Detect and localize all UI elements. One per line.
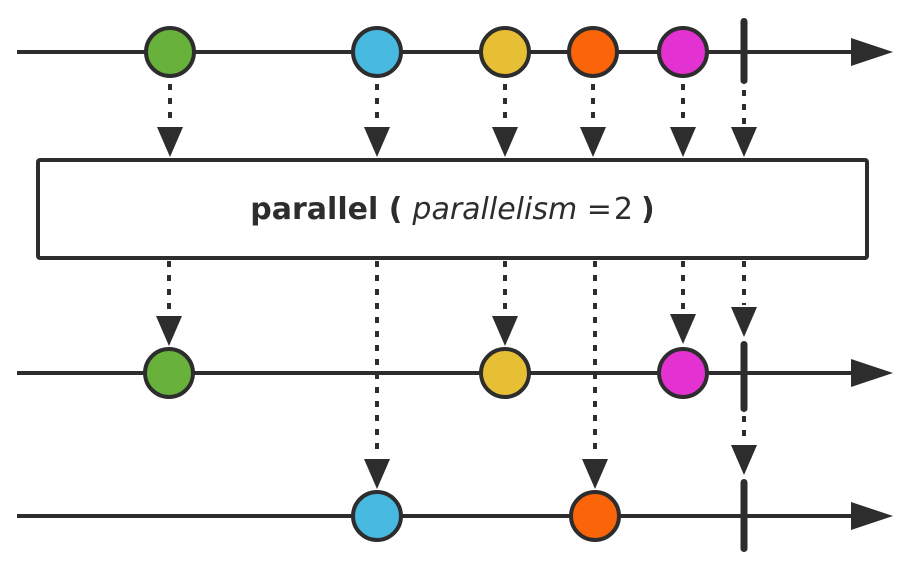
dashed-arrowhead-operator-to-yellow-1 [492,316,518,346]
complete-bar-output-parallel-2 [740,479,748,552]
dashed-arrowhead-magenta-to-operator [670,127,696,157]
dashed-arrowhead-orange-to-operator [580,127,606,157]
dashed-arrowhead-operator-to-green-1 [156,316,182,346]
dashed-arrowhead-operator-to-orange-2 [582,459,608,489]
complete-bar-output-parallel-1 [740,341,748,412]
marble-green-source [144,26,196,78]
marble-blue-source [351,26,403,78]
dashed-arrowhead-operator-to-blue-2 [364,459,390,489]
marble-orange-output-parallel-2 [569,490,621,542]
operator-box [36,158,869,260]
marble-orange-source [567,26,619,78]
timeline-arrowhead-source [851,38,893,66]
marble-blue-output-parallel-2 [351,490,403,542]
dashed-arrowhead-green-to-operator [157,127,183,157]
dashed-arrowhead-operator-to-complete-1 [731,307,757,337]
marble-yellow-source [479,26,531,78]
marble-yellow-output-parallel-1 [479,347,531,399]
marble-magenta-output-parallel-1 [657,347,709,399]
dashed-arrowhead-blue-to-operator [364,127,390,157]
marble-green-output-parallel-1 [143,347,195,399]
dashed-arrowhead-complete1-to-complete2 [731,445,757,475]
timeline-arrowhead-output-parallel-2 [851,502,893,530]
complete-bar-source [740,18,748,84]
dashed-arrowhead-operator-to-magenta-1 [670,314,696,344]
timeline-arrowhead-output-parallel-1 [851,359,893,387]
marble-magenta-source [657,26,709,78]
dashed-arrowhead-complete-to-operator [731,127,757,157]
dashed-arrowhead-yellow-to-operator [492,127,518,157]
